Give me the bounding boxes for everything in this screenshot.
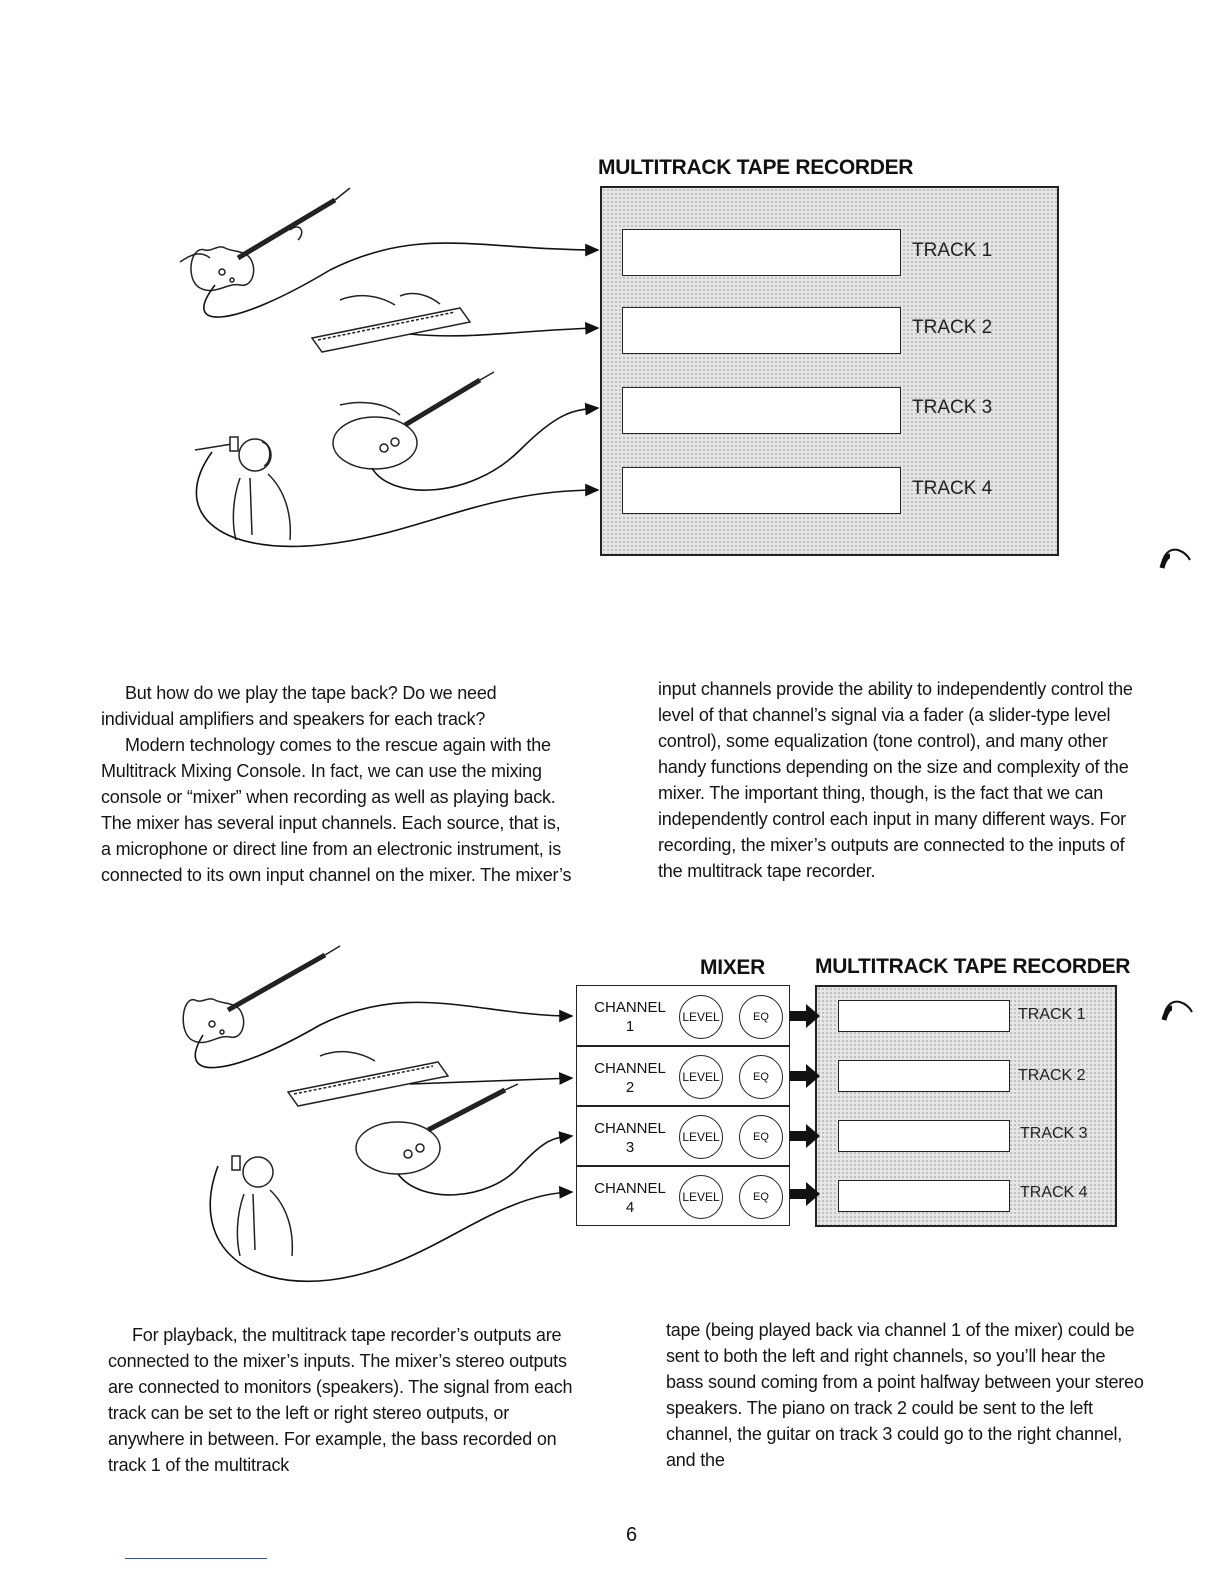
margin-mark-icon [1159,548,1191,569]
vocalist-icon [194,436,292,541]
track-slot-2 [838,1060,1010,1092]
channel-number: 3 [625,1139,635,1156]
eq-knob[interactable]: EQ [739,1175,783,1219]
mixer-channel-2: CHANNEL 2 LEVEL EQ [576,1046,790,1106]
channel-label: CHANNEL 4 [585,1179,675,1217]
track-label-2: TRACK 2 [912,317,993,338]
channel-label: CHANNEL 3 [585,1119,675,1157]
keyboard-synth-icon [310,292,472,353]
track-slot-1 [622,229,901,276]
track-slot-2 [622,307,901,354]
footnote-rule [125,1558,267,1559]
track-slot-4 [838,1180,1010,1212]
level-knob[interactable]: LEVEL [679,1115,723,1159]
level-knob[interactable]: LEVEL [679,1055,723,1099]
channel-number: 2 [625,1079,635,1096]
channel-label: CHANNEL 2 [585,1059,675,1097]
track-slot-1 [838,1000,1010,1032]
mixer-output-arrows [790,1004,820,1206]
channel-word: CHANNEL [594,1180,666,1197]
keyboard-synth-icon [286,1050,450,1107]
channel-number: 4 [625,1199,635,1216]
text-column-right-1: input channels provide the ability to in… [658,676,1138,884]
diagram2-illustration [182,945,820,1282]
vocalist-icon [231,1155,294,1257]
track-slot-4 [622,467,901,514]
mixer-channel-4: CHANNEL 4 LEVEL EQ [576,1166,790,1226]
diagram1-title: MULTITRACK TAPE RECORDER [598,156,914,179]
paragraph: input channels provide the ability to in… [658,679,1133,881]
track-slot-3 [622,387,901,434]
mixer-title: MIXER [700,956,766,979]
text-column-right-2: tape (being played back via channel 1 of… [666,1317,1144,1473]
eq-knob[interactable]: EQ [739,1115,783,1159]
hollow-guitar-icon [355,1083,519,1175]
diagram1-illustration [179,187,600,548]
mixer-channel-1: CHANNEL 1 LEVEL EQ [576,985,790,1046]
paragraph: But how do we play the tape back? Do we … [101,683,497,729]
channel-label: CHANNEL 1 [585,998,675,1036]
track-label-4: TRACK 4 [1020,1184,1088,1201]
mixer-channel-3: CHANNEL 3 LEVEL EQ [576,1106,790,1166]
page-number: 6 [626,1524,638,1546]
track-label-1: TRACK 1 [912,240,993,261]
eq-knob[interactable]: EQ [739,995,783,1039]
channel-word: CHANNEL [594,999,666,1016]
track-label-1: TRACK 1 [1018,1006,1086,1023]
margin-mark-icon [1161,1000,1193,1021]
eq-knob[interactable]: EQ [739,1055,783,1099]
level-knob[interactable]: LEVEL [679,1175,723,1219]
hollow-guitar-icon [332,371,495,470]
diagram2-recorder-title: MULTITRACK TAPE RECORDER [815,955,1131,978]
channel-number: 1 [625,1018,635,1035]
paragraph: Modern technology comes to the rescue ag… [101,735,572,885]
track-label-4: TRACK 4 [912,478,993,499]
track-label-3: TRACK 3 [912,397,993,418]
electric-guitar-icon [179,187,351,292]
track-label-3: TRACK 3 [1020,1125,1088,1142]
level-knob[interactable]: LEVEL [679,995,723,1039]
channel-word: CHANNEL [594,1120,666,1137]
channel-word: CHANNEL [594,1060,666,1077]
text-column-left-1: But how do we play the tape back? Do we … [101,680,573,888]
paragraph: For playback, the multitrack tape record… [108,1325,573,1475]
track-label-2: TRACK 2 [1018,1067,1086,1084]
paragraph: tape (being played back via channel 1 of… [666,1320,1144,1470]
electric-guitar-icon [182,945,341,1044]
text-column-left-2: For playback, the multitrack tape record… [108,1322,588,1478]
track-slot-3 [838,1120,1010,1152]
